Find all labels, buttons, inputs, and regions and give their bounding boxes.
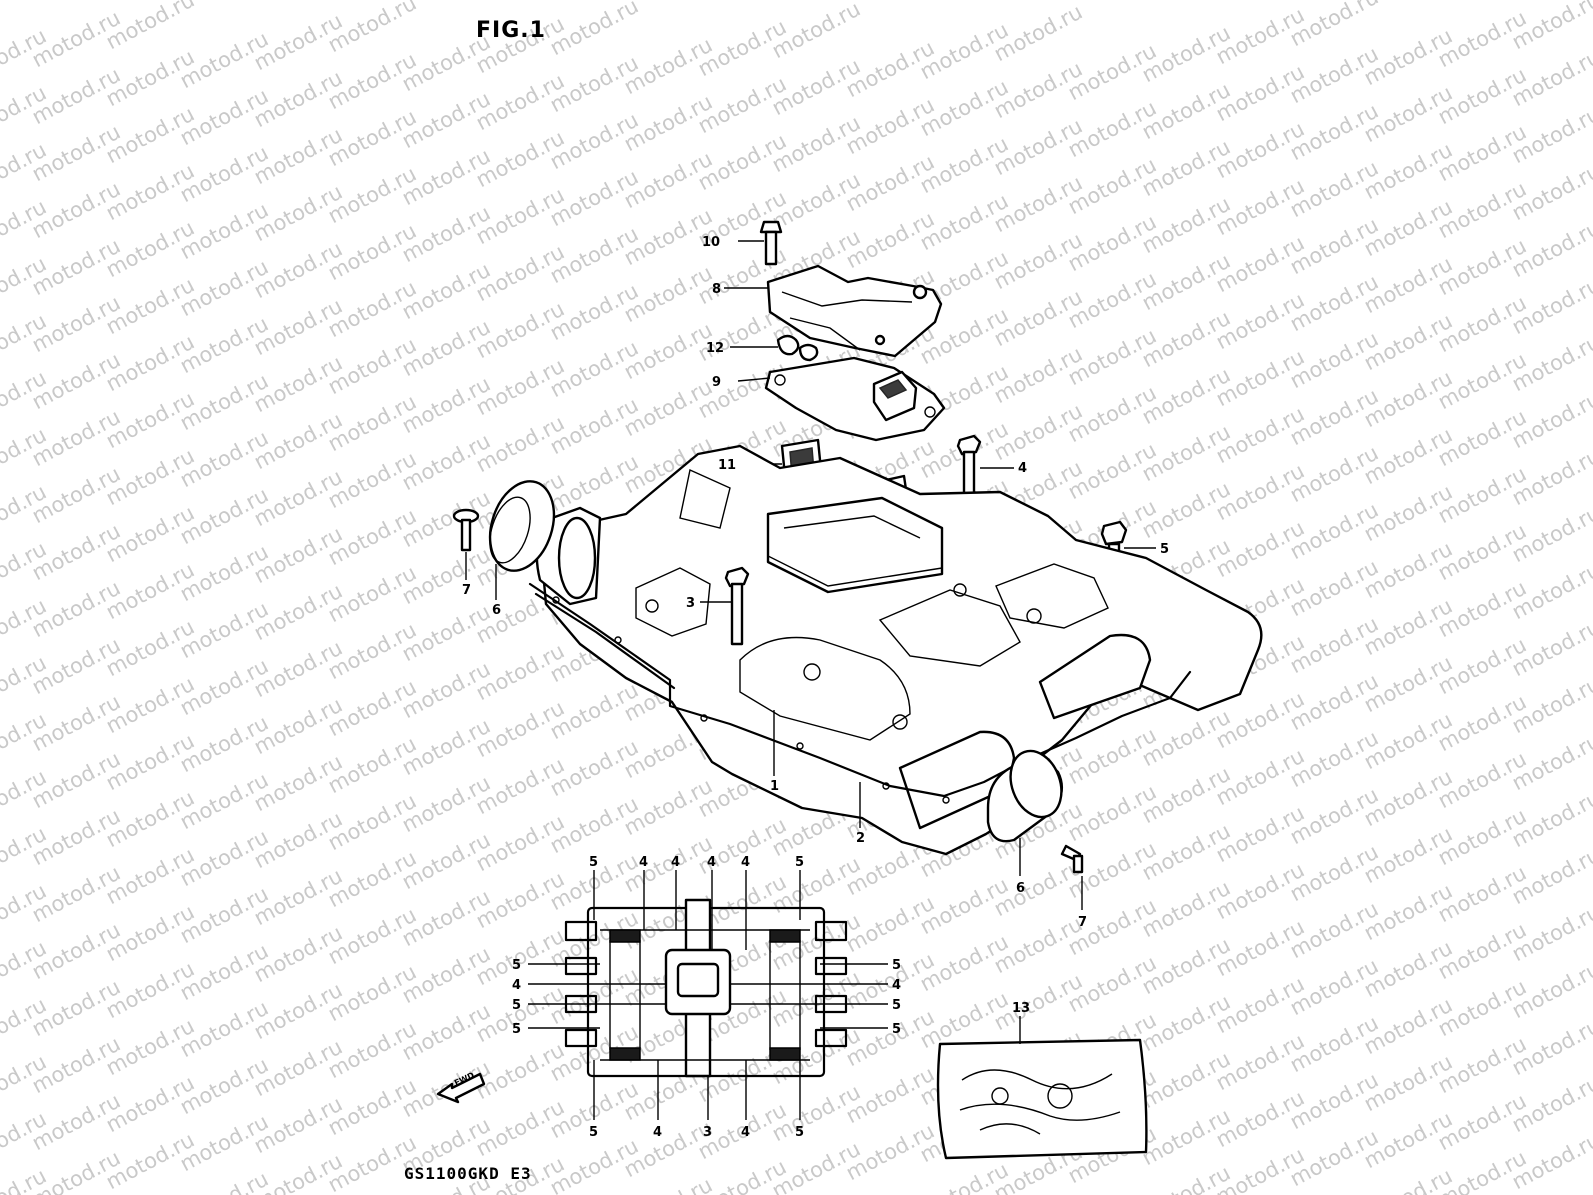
callout-5: 5 xyxy=(1160,542,1169,557)
pattern-top-2: 4 xyxy=(639,855,648,870)
pattern-left-2: 4 xyxy=(512,978,521,993)
part-3-bolt[interactable] xyxy=(724,566,750,646)
part-13-gasket-set[interactable] xyxy=(936,1038,1148,1160)
pattern-top-5: 4 xyxy=(741,855,750,870)
callout-8: 8 xyxy=(712,282,721,297)
callout-6-left: 6 xyxy=(492,603,501,618)
part-11-filter-small[interactable] xyxy=(872,370,918,422)
bolt-pattern-top-view xyxy=(528,870,888,1120)
callout-10: 10 xyxy=(702,235,720,250)
pattern-top-1: 5 xyxy=(589,855,598,870)
part-9-gasket[interactable] xyxy=(764,356,946,442)
callout-7-right: 7 xyxy=(1078,915,1087,930)
pattern-bottom-4: 4 xyxy=(741,1125,750,1140)
callout-3: 3 xyxy=(686,596,695,611)
callout-12: 12 xyxy=(706,341,724,356)
part-12-bushing[interactable] xyxy=(776,334,819,362)
pattern-right-4: 5 xyxy=(892,1022,901,1037)
pattern-bottom-3: 3 xyxy=(703,1125,712,1140)
part-6-cap-right[interactable] xyxy=(986,744,1070,843)
pattern-bottom-2: 4 xyxy=(653,1125,662,1140)
part-1-cylinder-head-cover[interactable] xyxy=(535,444,1263,856)
pattern-top-4: 4 xyxy=(707,855,716,870)
callout-2: 2 xyxy=(856,831,865,846)
pattern-right-3: 5 xyxy=(892,998,901,1013)
part-7-screw-right[interactable] xyxy=(1060,844,1084,874)
pattern-top-3: 4 xyxy=(671,855,680,870)
callout-1: 1 xyxy=(770,779,779,794)
pattern-bottom-5: 5 xyxy=(795,1125,804,1140)
callout-9: 9 xyxy=(712,375,721,390)
pattern-top-6: 5 xyxy=(795,855,804,870)
callout-7-left: 7 xyxy=(462,583,471,598)
figure-title: FIG.1 xyxy=(476,18,546,43)
pattern-right-2: 4 xyxy=(892,978,901,993)
pattern-left-4: 5 xyxy=(512,1022,521,1037)
callout-13: 13 xyxy=(1012,1001,1030,1016)
callout-6-right: 6 xyxy=(1016,881,1025,896)
model-code: GS1100GKD E3 xyxy=(404,1164,532,1183)
callout-4: 4 xyxy=(1018,461,1027,476)
pattern-bottom-1: 5 xyxy=(589,1125,598,1140)
pattern-left-3: 5 xyxy=(512,998,521,1013)
callout-11: 11 xyxy=(718,458,736,473)
part-7-screw-left[interactable] xyxy=(452,508,480,552)
pattern-left-1: 5 xyxy=(512,958,521,973)
part-10-bolt[interactable] xyxy=(759,220,783,266)
fwd-arrow xyxy=(436,1072,486,1104)
part-2-head-cover-gasket[interactable] xyxy=(528,582,1192,804)
part-6-cap-left[interactable] xyxy=(479,473,564,579)
part-8-breather-cover[interactable] xyxy=(766,264,943,358)
part-4-bolt[interactable] xyxy=(956,434,982,498)
pattern-right-1: 5 xyxy=(892,958,901,973)
